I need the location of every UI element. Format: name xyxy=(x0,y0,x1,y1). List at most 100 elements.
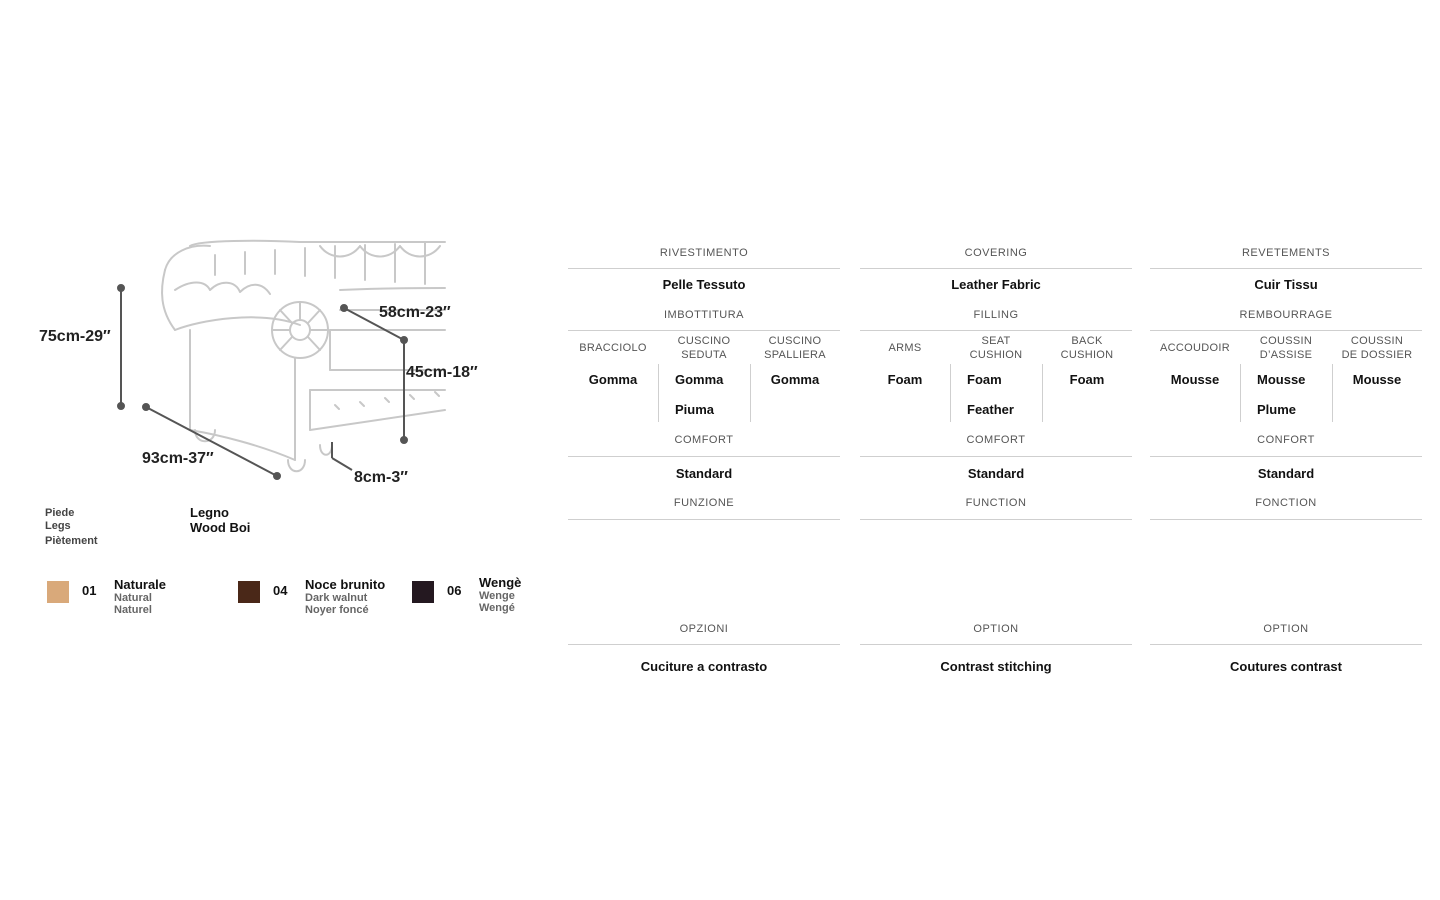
spec-column-en: COVERING Leather Fabric FILLING ARMS Foam… xyxy=(860,240,1132,690)
covering-value: Cuir Tissu xyxy=(1254,277,1318,292)
filling-part-label-line: ARMS xyxy=(888,342,922,354)
filling-part-label-line: CUSHION xyxy=(969,349,1023,361)
option-value: Cuciture a contrasto xyxy=(640,659,768,674)
dim-width: 93cm-37″ xyxy=(142,450,214,467)
filling-material: Mousse xyxy=(1170,372,1220,387)
comfort-title: COMFORT xyxy=(966,434,1026,446)
filling-part-label-line: CUSCINO xyxy=(677,335,731,347)
filling-part-label: COUSSIN D’ASSISE xyxy=(1241,334,1331,362)
option-title: OPZIONI xyxy=(679,623,729,635)
function-title: FUNZIONE xyxy=(673,497,735,509)
divider xyxy=(860,644,1132,645)
covering-title: COVERING xyxy=(964,247,1028,259)
comfort-value: Standard xyxy=(675,466,733,481)
finish-name-fr: Naturel xyxy=(114,604,152,616)
comfort-title: COMFORT xyxy=(674,434,734,446)
divider xyxy=(1150,268,1422,269)
legs-label-fr: Piètement xyxy=(45,535,98,547)
finish-code: 04 xyxy=(273,583,288,598)
filling-part-label-line: BACK xyxy=(1071,335,1103,347)
option-value: Coutures contrast xyxy=(1230,659,1342,674)
covering-title: RIVESTIMENTO xyxy=(659,247,749,259)
covering-value: Pelle Tessuto xyxy=(662,277,746,292)
filling-subcolumn: ACCOUDOIR Mousse xyxy=(1150,334,1240,424)
filling-part-label: ACCOUDOIR xyxy=(1150,341,1240,355)
option-value: Contrast stitching xyxy=(940,659,1052,674)
finish-name-fr: Wengé xyxy=(479,602,515,614)
filling-material: Foam xyxy=(1069,372,1105,387)
filling-title: IMBOTTITURA xyxy=(663,309,745,321)
filling-subcolumn: ARMS Foam xyxy=(860,334,950,424)
divider xyxy=(1150,456,1422,457)
finish-name-en: Dark walnut xyxy=(305,592,368,604)
filling-part-label-line: DE DOSSIER xyxy=(1341,349,1413,361)
filling-material: Mousse xyxy=(1257,372,1306,387)
finish-name-fr: Noyer foncé xyxy=(305,604,369,616)
divider xyxy=(1150,330,1422,331)
spec-column-fr: REVETEMENTS Cuir Tissu REMBOURRAGE ACCOU… xyxy=(1150,240,1422,690)
divider xyxy=(568,519,840,520)
divider xyxy=(860,456,1132,457)
column-divider xyxy=(1042,364,1043,422)
filling-title: FILLING xyxy=(973,309,1019,321)
filling-part-label-line: D’ASSISE xyxy=(1259,349,1313,361)
finish-swatch xyxy=(47,581,69,603)
column-divider xyxy=(1240,364,1241,422)
filling-part-label: BRACCIOLO xyxy=(568,341,658,355)
filling-part-label-line: SPALLIERA xyxy=(764,349,826,361)
legs-labels: Piede Legs Piètement xyxy=(45,507,165,548)
filling-part-label: SEAT CUSHION xyxy=(951,334,1041,362)
covering-value: Leather Fabric xyxy=(951,277,1041,292)
filling-part-label-line: COUSSIN xyxy=(1259,335,1313,347)
column-divider xyxy=(1332,364,1333,422)
function-title: FUNCTION xyxy=(965,497,1027,509)
filling-material: Gomma xyxy=(770,372,820,387)
legs-value: Legno Wood Boi xyxy=(190,505,250,535)
finish-swatch xyxy=(412,581,434,603)
finish-swatch xyxy=(238,581,260,603)
divider xyxy=(568,456,840,457)
filling-material: Foam xyxy=(967,372,1002,387)
filling-part-label: ARMS xyxy=(860,341,950,355)
column-divider xyxy=(950,364,951,422)
divider xyxy=(860,268,1132,269)
filling-subcolumn: BRACCIOLO Gomma xyxy=(568,334,658,424)
finish-name: Wengè xyxy=(479,575,522,590)
divider xyxy=(860,330,1132,331)
dim-height: 75cm-29″ xyxy=(39,328,111,345)
column-divider xyxy=(750,364,751,422)
finish-code: 06 xyxy=(447,583,462,598)
legs-label-it: Piede xyxy=(45,507,75,519)
divider xyxy=(568,644,840,645)
column-divider xyxy=(658,364,659,422)
divider xyxy=(1150,519,1422,520)
finish-code: 01 xyxy=(82,583,97,598)
legs-value-1: Legno xyxy=(190,505,229,520)
filling-part-label-line: ACCOUDOIR xyxy=(1160,342,1230,354)
filling-material: Plume xyxy=(1257,402,1297,417)
divider xyxy=(1150,644,1422,645)
armchair-drawing xyxy=(117,239,446,480)
filling-material: Foam xyxy=(887,372,923,387)
divider xyxy=(860,519,1132,520)
dim-leg: 8cm-3″ xyxy=(354,469,408,486)
function-title: FONCTION xyxy=(1255,497,1317,509)
filling-part-label-line: SEAT xyxy=(981,335,1011,347)
finish-name-en: Natural xyxy=(114,592,152,604)
finish-name: Naturale xyxy=(114,577,167,592)
filling-material: Gomma xyxy=(588,372,638,387)
finish-name: Noce brunito xyxy=(305,577,386,592)
filling-material: Piuma xyxy=(675,402,715,417)
filling-material: Gomma xyxy=(675,372,724,387)
spec-column-it: RIVESTIMENTO Pelle Tessuto IMBOTTITURA B… xyxy=(568,240,840,690)
comfort-title: CONFORT xyxy=(1257,434,1315,446)
comfort-value: Standard xyxy=(967,466,1025,481)
